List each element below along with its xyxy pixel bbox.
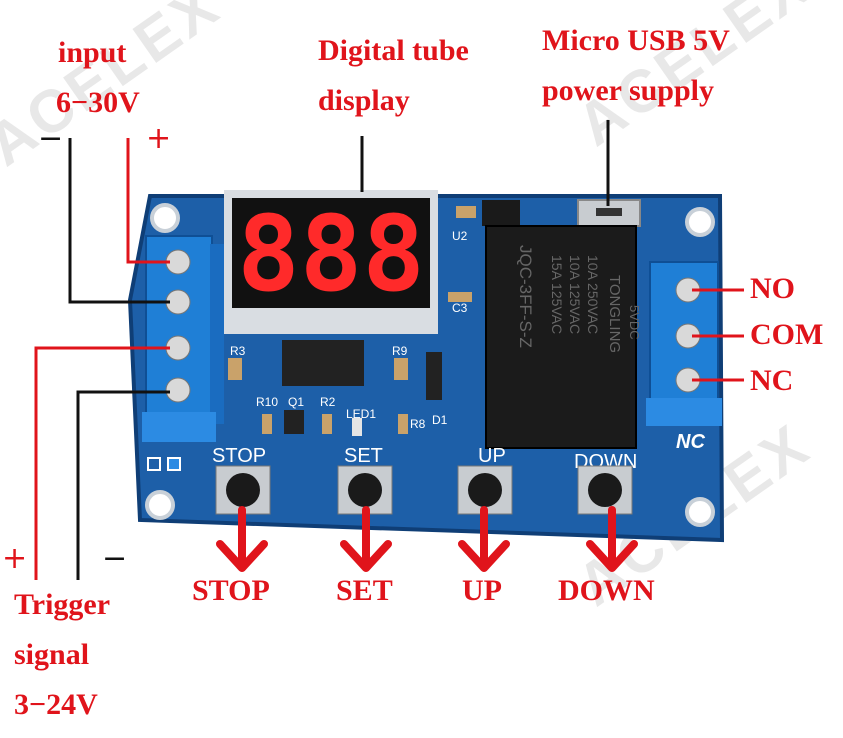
down-arrow: [586, 506, 638, 572]
down-label: DOWN: [558, 574, 655, 607]
stop-button-switch: [215, 465, 271, 515]
trigger-label-line1: Trigger: [14, 588, 111, 621]
silk-label-up: UP: [478, 445, 506, 467]
smd-components: [228, 206, 476, 436]
input-title: input: [58, 36, 127, 69]
leader-lines: [34, 120, 744, 580]
relay-brand-label: TONGLING: [606, 275, 623, 353]
silk-label-r3: R3: [230, 344, 246, 358]
set-arrow: [340, 506, 392, 572]
screw-terminal: [165, 377, 191, 403]
up-arrow: [458, 506, 510, 572]
usb-label-line1: Micro USB 5V: [542, 24, 730, 57]
trigger-minus-wire: [76, 390, 170, 580]
relay-terminal-block: [646, 261, 722, 426]
silk-label-nc: NC: [676, 431, 705, 453]
input-range: 6−30V: [56, 86, 140, 119]
relay: TONGLING 10A 250VAC 10A 125VAC 15A 125VA…: [482, 200, 642, 449]
com-label: COM: [750, 318, 824, 351]
stop-label: STOP: [192, 574, 270, 607]
silk-label-r9: R9: [392, 344, 408, 358]
relay-spec-label: 15A 125VAC: [549, 255, 565, 334]
silk-label-set: SET: [344, 445, 383, 467]
silk-label-r2: R2: [320, 395, 336, 409]
set-label: SET: [336, 574, 393, 607]
silk-label-r10: R10: [256, 395, 278, 409]
input-terminal-block: [142, 235, 224, 442]
digital-tube-display: 888: [224, 190, 438, 334]
trigger-plus-sign: +: [2, 541, 28, 576]
trigger-range: 3−24V: [14, 688, 98, 721]
no-label: NO: [750, 272, 795, 305]
up-button-switch: [457, 465, 513, 515]
stop-arrow: [216, 506, 268, 572]
trigger-label-line2: signal: [14, 638, 90, 671]
mounting-hole: [685, 497, 715, 527]
relay-spec-label: 10A 250VAC: [585, 255, 601, 334]
input-plus-wire: [126, 138, 170, 264]
silk-label-c3: C3: [452, 301, 468, 315]
up-label: UP: [462, 574, 502, 607]
silk-label-r8: R8: [410, 417, 426, 431]
input-minus-sign: −: [38, 121, 64, 156]
silk-label-stop: STOP: [212, 445, 266, 467]
usb-label-line2: power supply: [542, 74, 715, 107]
relay-coil-label: 5VDC: [627, 305, 642, 340]
nc-label: NC: [750, 364, 794, 397]
mounting-hole: [685, 207, 715, 237]
silk-label-led1: LED1: [346, 407, 376, 421]
input-minus-wire: [68, 138, 170, 304]
silk-label-d1: D1: [432, 413, 448, 427]
mounting-hole: [150, 203, 180, 233]
set-button-switch: [337, 465, 393, 515]
input-plus-sign: +: [146, 121, 172, 156]
display-digits: 888: [237, 193, 425, 315]
relay-model-label: JQC-3FF-S-Z: [516, 245, 535, 348]
mounting-hole: [145, 490, 175, 520]
display-label-line2: display: [318, 84, 410, 117]
trigger-minus-sign: −: [102, 541, 128, 576]
trigger-plus-wire: [34, 346, 170, 580]
silk-label-u2: U2: [452, 229, 468, 243]
silk-label-q1: Q1: [288, 395, 304, 409]
down-button-switch: [577, 465, 633, 515]
display-label-line1: Digital tube: [318, 34, 469, 67]
relay-spec-label: 10A 125VAC: [567, 255, 583, 334]
